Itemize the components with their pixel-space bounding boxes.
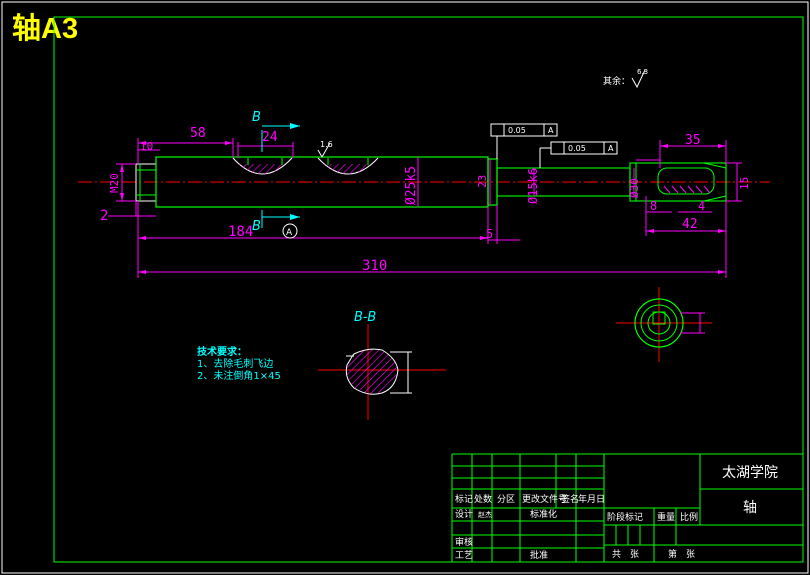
section-label-bottom: B [252, 219, 261, 234]
dim-23: 23 [476, 175, 489, 188]
dim-24: 24 [262, 130, 278, 145]
rest-value: 6.3 [637, 68, 648, 76]
dimension-arrows [120, 141, 726, 274]
design-label: 设计 [455, 508, 473, 520]
dim-phi15k6: Ø15k6 [526, 168, 540, 204]
review-label: 审核 [455, 536, 473, 548]
section-bb-view: B-B [318, 310, 446, 420]
title-block [451, 453, 804, 563]
row-label-count: 处数 [474, 493, 492, 505]
dim-58: 58 [190, 126, 206, 141]
stage-mark-label: 阶段标记 [607, 511, 643, 523]
tech-req-item-1: 1、去除毛刺飞边 [197, 357, 273, 370]
standardization-label: 标准化 [530, 508, 557, 520]
dim-phi30: Ø30 [628, 178, 641, 198]
dim-m20: M20 [108, 173, 121, 193]
drawing-frame [53, 16, 804, 563]
total-sheets: 共 张 [612, 549, 639, 560]
dim-4: 4 [698, 199, 705, 213]
scale-label: 比例 [680, 511, 698, 523]
dim-15: 15 [738, 177, 751, 190]
tech-req-item-2: 2、未注倒角1×45 [197, 369, 281, 382]
tol-value-2: 0.05 [568, 144, 586, 153]
tol-datum-1: A [548, 126, 554, 135]
roughness-value: 1.6 [320, 140, 333, 149]
row-label-sign: 签名 [561, 493, 579, 505]
sheet-title: 轴A3 [12, 13, 79, 45]
end-view [616, 287, 712, 362]
sheet-number: 第 张 [668, 548, 695, 560]
datum-circle-label: A [286, 228, 293, 238]
dim-184: 184 [228, 224, 253, 240]
dim-5: 5 [486, 227, 493, 241]
section-markers: B B A [252, 110, 300, 239]
tol-value-1: 0.05 [508, 126, 526, 135]
tech-req-heading: 技术要求： [197, 345, 247, 358]
dim-42: 42 [682, 217, 698, 232]
school-name: 太湖学院 [722, 465, 778, 481]
designer-name: 赵杰 [478, 510, 492, 519]
tech-requirements: 技术要求： 1、去除毛刺飞边 2、未注倒角1×45 [197, 345, 281, 382]
section-view-title: B-B [354, 310, 376, 325]
tolerance-texts: 0.05 A 0.05 A [508, 126, 614, 153]
dimension-texts: 58 24 10 2 184 310 5 35 8 4 42 M20 23 Ø2… [100, 126, 751, 274]
tolerance-frames [490, 123, 618, 168]
row-label-date: 年月日 [578, 493, 605, 505]
dimension-lines [108, 138, 742, 278]
dim-8: 8 [650, 199, 657, 213]
craft-label: 工艺 [455, 550, 473, 561]
shaft-main-view [78, 156, 770, 208]
general-roughness: 其余： 6.3 [603, 68, 648, 89]
title-block-texts: 太湖学院 轴 标记 处数 分区 更改文件号 签名 年月日 设计 赵杰 标准化 审… [455, 465, 778, 561]
section-label-top: B [252, 110, 261, 125]
dim-2: 2 [100, 208, 108, 224]
roughness-mark: 1.6 [317, 140, 333, 159]
dim-10: 10 [140, 140, 153, 153]
dim-phi25k5: Ø25k5 [404, 166, 419, 205]
weight-label: 重量 [657, 511, 675, 523]
rest-label: 其余： [603, 75, 630, 87]
approve-label: 批准 [530, 549, 548, 561]
part-name: 轴 [743, 500, 757, 516]
row-label-mark: 标记 [455, 493, 473, 505]
dim-35: 35 [685, 133, 701, 148]
tol-datum-2: A [608, 144, 614, 153]
row-label-zone: 分区 [497, 494, 515, 505]
dim-310: 310 [362, 258, 387, 274]
row-label-doc: 更改文件号 [522, 493, 567, 505]
